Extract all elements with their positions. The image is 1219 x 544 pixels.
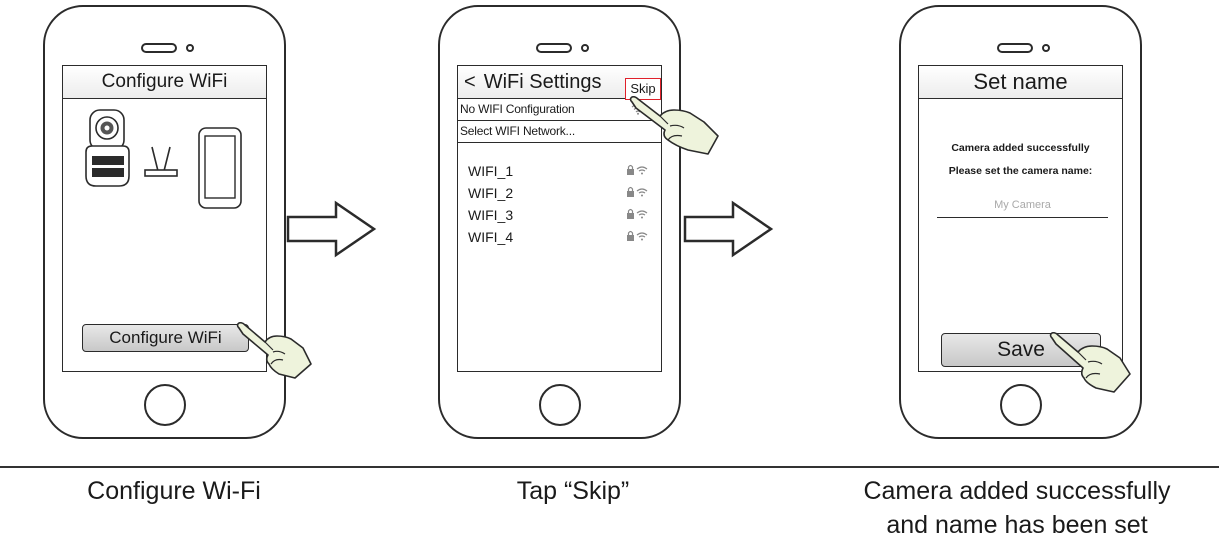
lock-wifi-icon [627,186,648,197]
skip-button[interactable]: Skip [625,78,661,100]
lock-wifi-icon [627,164,648,175]
pointing-hand-icon [629,96,719,155]
step-3-caption-line-2: and name has been set [886,511,1148,539]
phone-speaker [997,43,1033,53]
smartphone-icon [198,127,242,209]
success-message: Camera added successfully [951,142,1090,154]
lock-wifi-icon [627,230,648,241]
option-label: Select WIFI Network... [460,124,575,138]
screen-title: Set name [919,66,1122,99]
phone-home-button [1000,384,1042,426]
network-name: WIFI_1 [468,163,514,179]
phone-screen: < WiFi Settings Skip No WIFI Configuratio… [457,65,662,372]
lock-wifi-icon [627,208,648,219]
back-button[interactable]: < [464,71,476,93]
right-arrow-icon [286,200,377,258]
phone-front-camera [186,44,194,52]
pointing-hand-icon [236,322,312,379]
camera-icon [85,109,130,187]
phone-set-name: Set name Camera added successfully Pleas… [899,5,1142,439]
select-wifi-network-option[interactable]: Select WIFI Network... [458,121,661,143]
network-item-wifi-3[interactable]: WIFI_3 [468,205,649,225]
network-name: WIFI_3 [468,207,514,223]
option-label: No WIFI Configuration [460,102,575,116]
phone-configure-wifi: Configure WiFi Configure WiFi [43,5,286,439]
phone-front-camera [581,44,589,52]
network-item-wifi-2[interactable]: WIFI_2 [468,183,649,203]
screen-title: WiFi Settings [483,71,602,93]
set-name-prompt: Please set the camera name: [948,165,1093,177]
phone-home-button [539,384,581,426]
camera-name-placeholder: My Camera [994,199,1051,211]
phone-front-camera [1042,44,1050,52]
phone-speaker [536,43,572,53]
network-name: WIFI_2 [468,185,514,201]
network-item-wifi-1[interactable]: WIFI_1 [468,161,649,181]
network-item-wifi-4[interactable]: WIFI_4 [468,227,649,247]
phone-wifi-settings: < WiFi Settings Skip No WIFI Configuratio… [438,5,681,439]
screen-title: Configure WiFi [63,66,266,99]
configure-wifi-button[interactable]: Configure WiFi [82,324,249,352]
phone-screen: Set name Camera added successfully Pleas… [918,65,1123,372]
phone-home-button [144,384,186,426]
phone-screen: Configure WiFi Configure WiFi [62,65,267,372]
step-1-caption: Configure Wi-Fi [87,477,261,505]
network-name: WIFI_4 [468,229,514,245]
step-2-caption: Tap “Skip” [516,477,630,505]
router-icon [144,146,178,177]
right-arrow-icon [683,200,774,258]
divider-line [0,466,1219,468]
pointing-hand-icon [1049,332,1131,393]
step-3-caption-line-1: Camera added successfully [863,477,1171,505]
skip-label: Skip [630,81,656,96]
phone-speaker [141,43,177,53]
camera-name-input[interactable]: My Camera [937,194,1108,218]
